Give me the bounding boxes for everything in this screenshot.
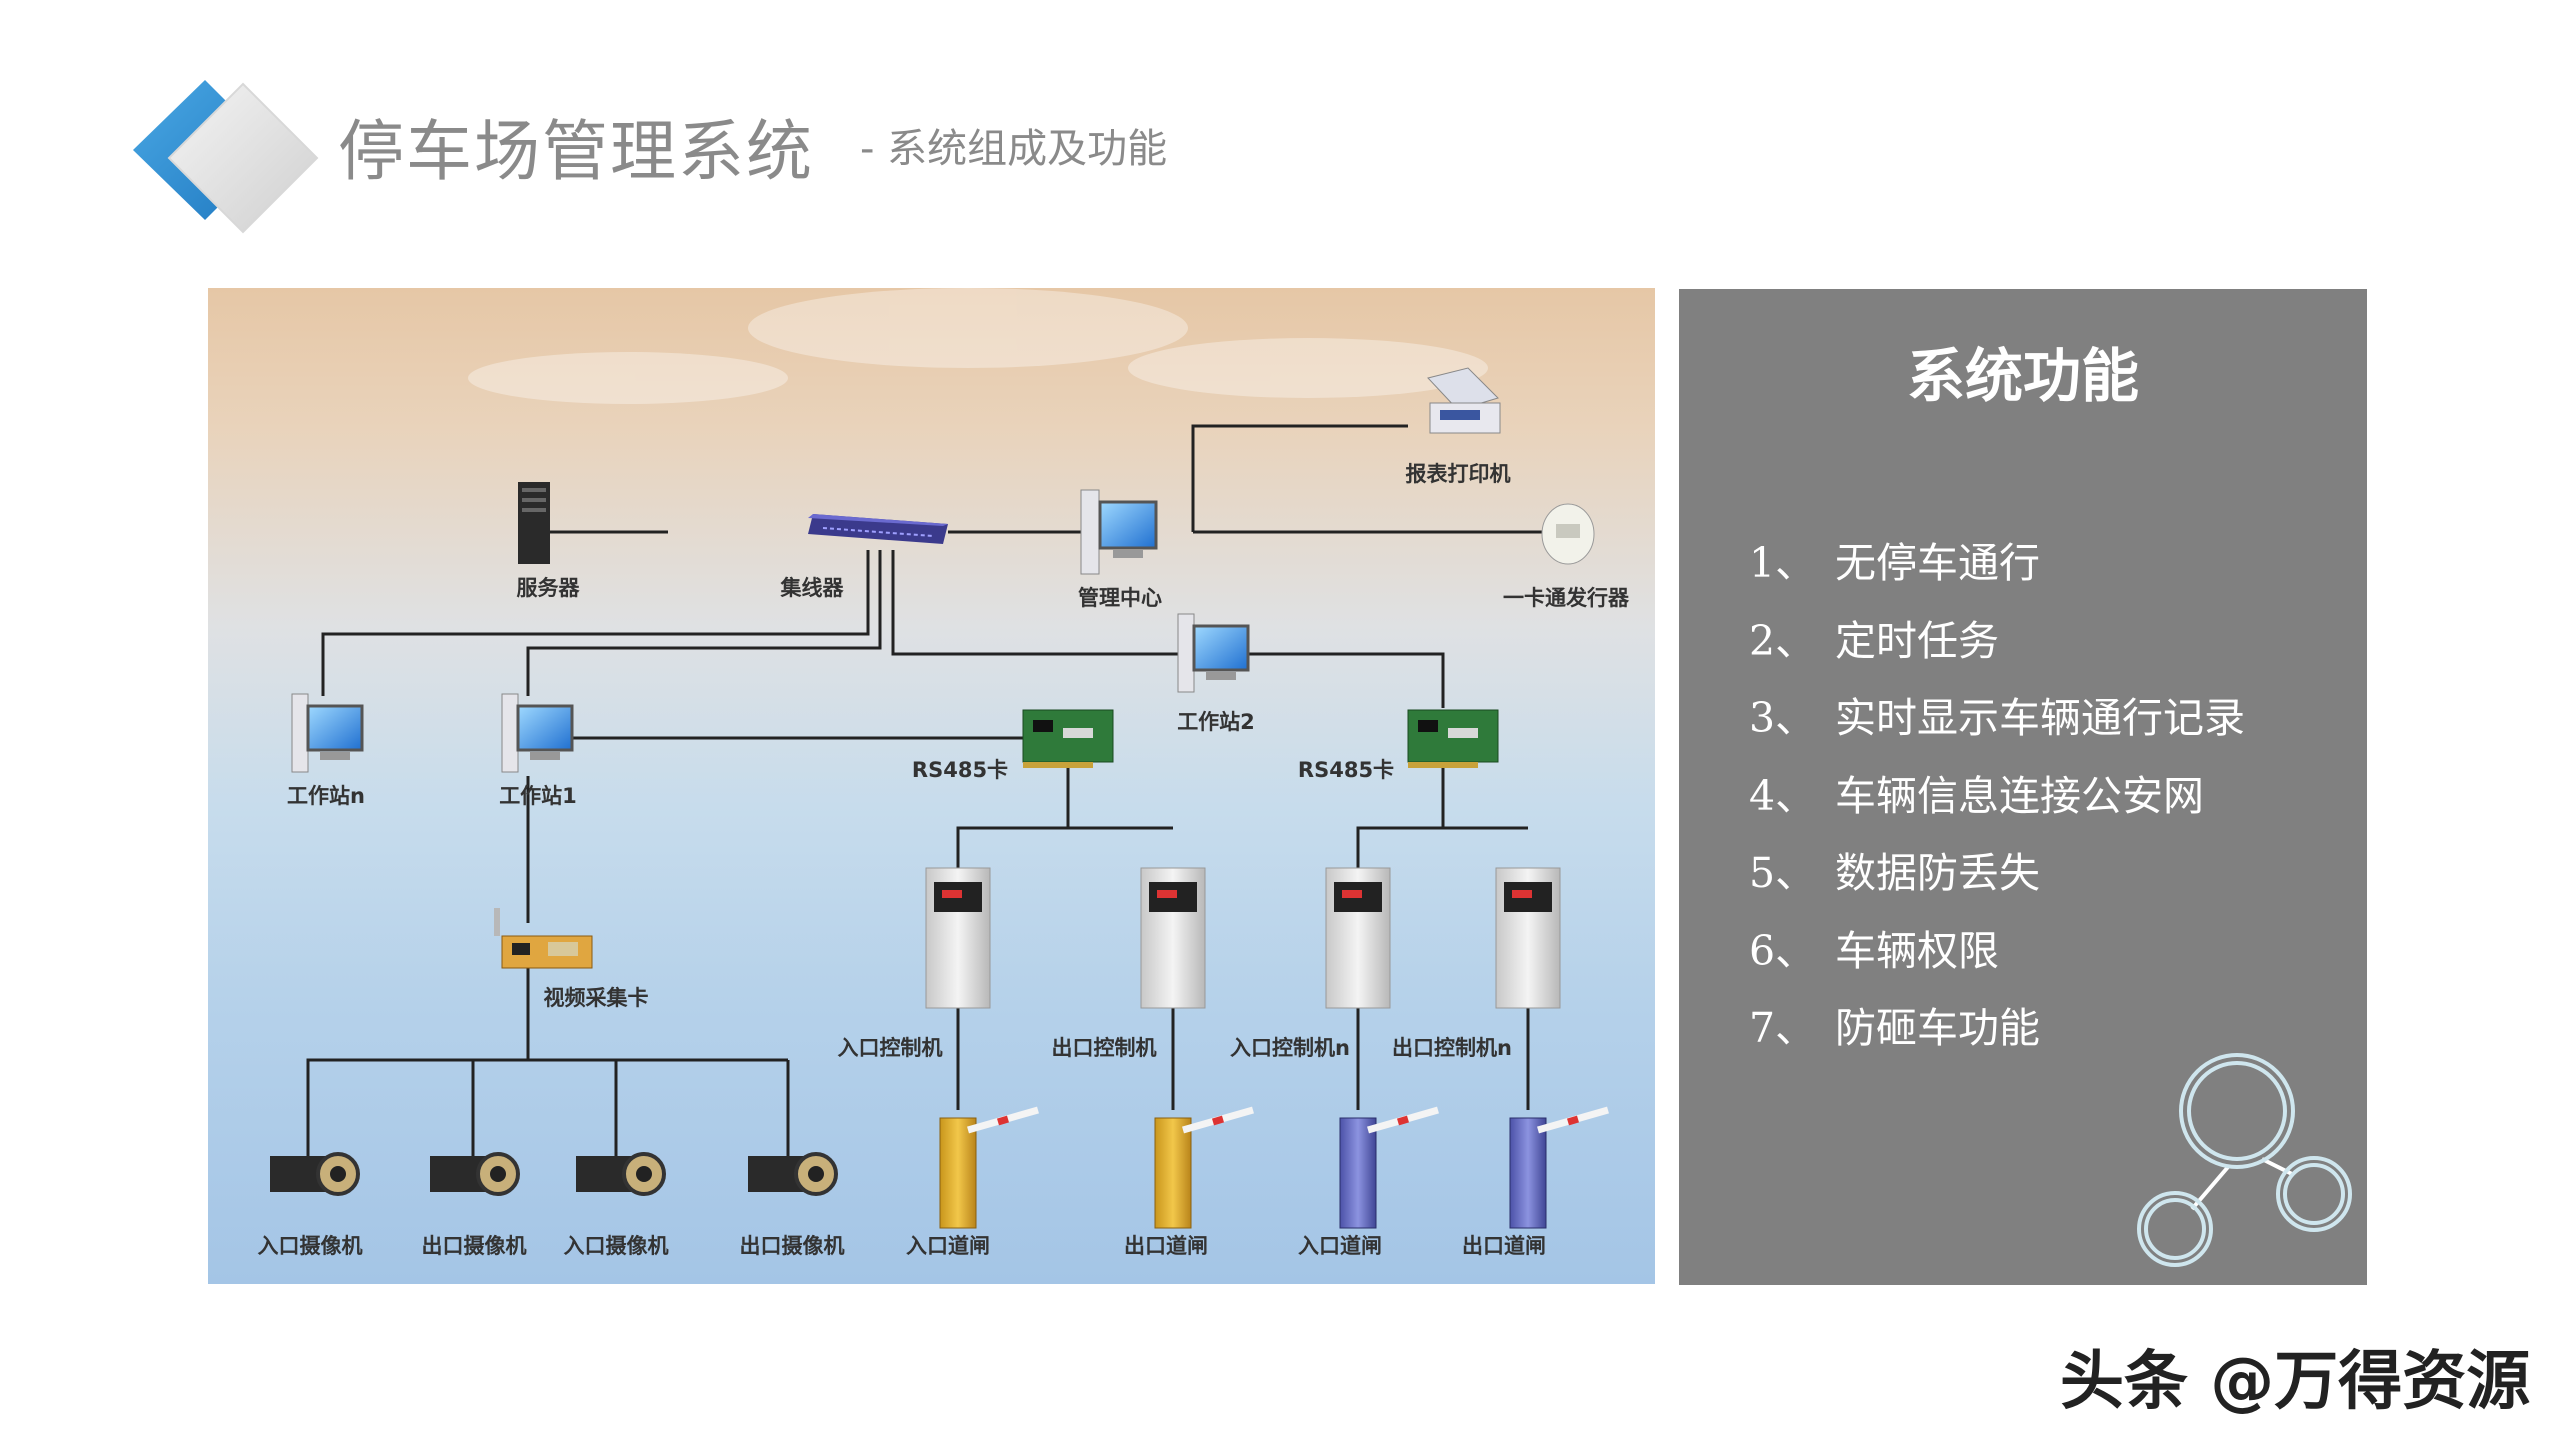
list-item: 2、定时任务 bbox=[1749, 607, 2245, 685]
item-number: 3、 bbox=[1749, 694, 1817, 742]
card-issuer-icon bbox=[1541, 503, 1595, 565]
entry-gate-2-icon bbox=[1339, 1106, 1439, 1229]
label-gate-3: 入口道闸 bbox=[1298, 1234, 1382, 1258]
rs485-card-a-icon bbox=[1022, 709, 1114, 768]
item-text: 实时显示车辆通行记录 bbox=[1835, 694, 2245, 742]
label-exit-controller: 出口控制机 bbox=[1051, 1036, 1157, 1060]
item-number: 1、 bbox=[1749, 539, 1817, 587]
list-item: 3、实时显示车辆通行记录 bbox=[1749, 684, 2245, 762]
camera-1-icon bbox=[270, 1152, 360, 1196]
label-rs485-b: RS485卡 bbox=[1297, 758, 1395, 782]
item-text: 数据防丢失 bbox=[1835, 849, 2040, 897]
label-camera-3: 入口摄像机 bbox=[563, 1234, 669, 1258]
item-number: 6、 bbox=[1749, 926, 1817, 975]
workstation-2-pc-icon bbox=[1177, 613, 1250, 693]
item-text: 无停车通行 bbox=[1835, 539, 2040, 587]
watermark-text: 头条 @万得资源 bbox=[2060, 1345, 2531, 1419]
label-workstation-1: 工作站1 bbox=[499, 784, 577, 808]
label-camera-1: 入口摄像机 bbox=[257, 1234, 363, 1258]
mgmt-center-pc-icon bbox=[1080, 489, 1158, 575]
exit-gate-1-icon bbox=[1154, 1106, 1254, 1229]
camera-2-icon bbox=[430, 1152, 520, 1196]
item-number: 7、 bbox=[1749, 1004, 1817, 1052]
label-rs485-a: RS485卡 bbox=[911, 758, 1009, 782]
list-item: 6、车辆权限 bbox=[1749, 917, 2245, 995]
item-text: 车辆信息连接公安网 bbox=[1835, 771, 2204, 820]
server-icon bbox=[518, 482, 550, 564]
label-gate-2: 出口道闸 bbox=[1124, 1234, 1208, 1258]
list-item: 4、车辆信息连接公安网 bbox=[1749, 762, 2245, 840]
label-hub: 集线器 bbox=[780, 576, 844, 600]
label-workstation-2: 工作站2 bbox=[1177, 710, 1255, 734]
capture-card-icon bbox=[494, 908, 593, 969]
label-entry-controller: 入口控制机 bbox=[837, 1036, 943, 1060]
label-mgmt-center: 管理中心 bbox=[1078, 586, 1162, 610]
item-number: 2、 bbox=[1749, 616, 1817, 665]
list-item: 1、无停车通行 bbox=[1749, 529, 2245, 607]
label-server: 服务器 bbox=[516, 576, 580, 600]
function-list: 1、无停车通行 2、定时任务 3、实时显示车辆通行记录 4、车辆信息连接公安网 … bbox=[1749, 529, 2245, 1072]
system-diagram: 服务器 集线器 管理中心 报表打印机 一卡通发行器 工作站n 工作站1 工作站2… bbox=[208, 288, 1655, 1284]
exit-controller-n-icon bbox=[1495, 867, 1561, 1009]
label-printer: 报表打印机 bbox=[1405, 462, 1511, 486]
camera-4-icon bbox=[748, 1152, 838, 1196]
label-exit-controller-n: 出口控制机n bbox=[1392, 1036, 1512, 1060]
label-workstation-n: 工作站n bbox=[287, 784, 365, 808]
camera-3-icon bbox=[576, 1152, 666, 1196]
diagram-graphics bbox=[270, 288, 1609, 1229]
label-gate-4: 出口道闸 bbox=[1462, 1234, 1546, 1258]
label-card-issuer: 一卡通发行器 bbox=[1503, 586, 1629, 610]
workstation-n-pc-icon bbox=[291, 693, 364, 773]
label-entry-controller-n: 入口控制机n bbox=[1230, 1036, 1350, 1060]
list-item: 7、防砸车功能 bbox=[1749, 994, 2245, 1072]
entry-controller-icon bbox=[925, 867, 991, 1009]
logo-diamond-icon bbox=[133, 80, 319, 234]
label-gate-1: 入口道闸 bbox=[906, 1234, 990, 1258]
workstation-1-pc-icon bbox=[501, 693, 574, 773]
page-title: 停车场管理系统 bbox=[338, 113, 814, 190]
hub-icon bbox=[808, 514, 948, 544]
page-subtitle: - 系统组成及功能 bbox=[860, 126, 1168, 172]
network-lines bbox=[306, 424, 1548, 1156]
function-panel-title: 系统功能 bbox=[1906, 342, 2139, 410]
item-text: 定时任务 bbox=[1835, 616, 1999, 665]
cloud-background bbox=[468, 288, 1488, 404]
label-camera-2: 出口摄像机 bbox=[421, 1234, 527, 1258]
printer-icon bbox=[1427, 367, 1501, 434]
exit-gate-2-icon bbox=[1509, 1106, 1609, 1229]
item-text: 防砸车功能 bbox=[1835, 1004, 2040, 1052]
item-text: 车辆权限 bbox=[1835, 926, 1999, 975]
exit-controller-icon bbox=[1140, 867, 1206, 1009]
entry-gate-1-icon bbox=[939, 1106, 1039, 1229]
entry-controller-n-icon bbox=[1325, 867, 1391, 1009]
list-item: 5、数据防丢失 bbox=[1749, 839, 2245, 917]
item-number: 4、 bbox=[1749, 771, 1817, 820]
rs485-card-b-icon bbox=[1407, 709, 1499, 768]
item-number: 5、 bbox=[1749, 849, 1817, 897]
connected-circles-icon bbox=[2137, 1053, 2352, 1267]
label-capture-card: 视频采集卡 bbox=[543, 986, 649, 1010]
function-panel: 系统功能 1、无停车通行 2、定时任务 3、实时显示车辆通行记录 4、车辆信息连… bbox=[1679, 289, 2367, 1285]
label-camera-4: 出口摄像机 bbox=[739, 1234, 845, 1258]
